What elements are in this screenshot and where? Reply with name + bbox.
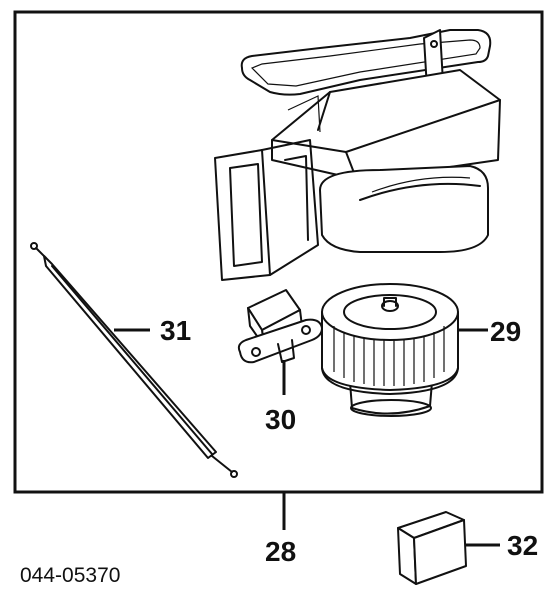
callout-31-label: 31 [160, 315, 191, 346]
fan-wheel-illustration [321, 283, 459, 417]
assembly-frame [13, 10, 544, 494]
callout-28-label: 28 [265, 536, 296, 567]
catalog-number: 044-05370 [20, 564, 120, 587]
blower-housing-illustration [214, 29, 501, 281]
callout-32-label: 32 [507, 530, 538, 561]
resistor-illustration [237, 289, 323, 364]
relay-illustration [397, 511, 467, 585]
callout-30-label: 30 [265, 404, 296, 435]
control-rod-illustration [30, 242, 238, 478]
callout-29-label: 29 [490, 316, 521, 347]
